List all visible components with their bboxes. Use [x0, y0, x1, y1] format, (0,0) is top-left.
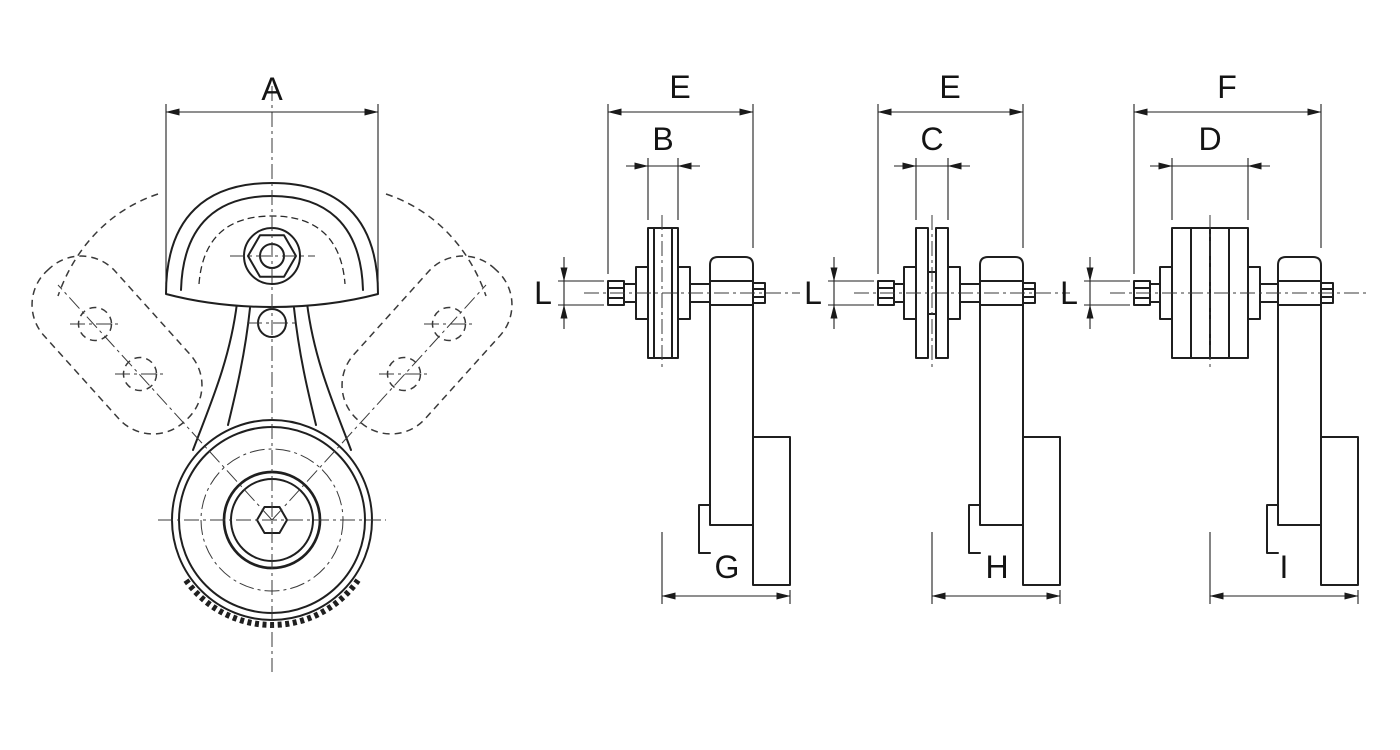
- dimension-e1: E: [607, 69, 754, 274]
- dimension-a: A: [165, 71, 379, 284]
- centerlines-1: [584, 215, 800, 370]
- centerlines-3: [1110, 215, 1370, 370]
- dim-label-f: F: [1217, 69, 1237, 105]
- mounting-arm: [1266, 256, 1359, 586]
- front-view: A: [31, 71, 513, 672]
- dim-label-l1: L: [534, 275, 552, 311]
- dimension-f: F: [1133, 69, 1322, 274]
- alt-position-right: [341, 193, 513, 435]
- dimension-i: I: [1209, 532, 1359, 604]
- dimension-h: H: [931, 532, 1061, 604]
- centerlines-2: [854, 215, 1070, 370]
- mounting-arm: [968, 256, 1061, 586]
- hook-tab: [1266, 504, 1279, 554]
- dimension-l3: L: [1060, 257, 1130, 329]
- dim-label-e2: E: [939, 69, 960, 105]
- dim-label-a: A: [261, 71, 283, 107]
- dim-label-b: B: [652, 121, 673, 157]
- dimension-l2: L: [804, 257, 874, 329]
- alt-position-left: [31, 193, 203, 435]
- dim-label-l2: L: [804, 275, 822, 311]
- side-view-3: F D L I: [1060, 69, 1370, 604]
- dimension-b: B: [626, 121, 700, 220]
- dim-label-d: D: [1198, 121, 1221, 157]
- mounting-arm: [698, 256, 791, 586]
- dim-label-i: I: [1280, 549, 1289, 585]
- dimension-c: C: [894, 121, 970, 220]
- knurl-band: [183, 578, 361, 628]
- dimension-d: D: [1150, 121, 1270, 220]
- dimension-e2: E: [877, 69, 1024, 274]
- dimension-g: G: [661, 532, 791, 604]
- dim-label-g: G: [715, 549, 740, 585]
- side-view-2: E C L H: [804, 69, 1070, 604]
- dim-label-e1: E: [669, 69, 690, 105]
- hook-tab: [698, 504, 711, 554]
- dim-label-l3: L: [1060, 275, 1078, 311]
- hook-tab: [968, 504, 981, 554]
- dim-label-c: C: [920, 121, 943, 157]
- dim-label-h: H: [985, 549, 1008, 585]
- side-view-1: E B L G: [534, 69, 800, 604]
- dimension-l1: L: [534, 257, 604, 329]
- front-centerlines: [57, 86, 487, 672]
